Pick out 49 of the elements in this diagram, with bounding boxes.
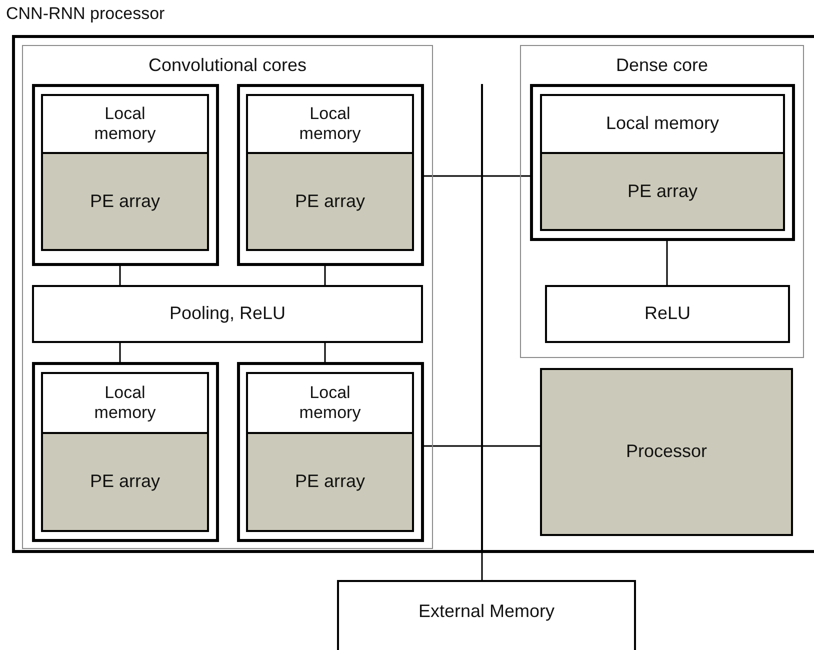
bus-line [481,84,483,553]
pe-array-block [540,152,785,231]
external-memory-block [337,580,636,650]
core-box [530,84,795,241]
block-label: PE array [90,470,160,494]
block-label: Pooling, ReLU [169,302,286,326]
connector-line [424,175,481,177]
memory-block [540,94,785,154]
block-label: PE array [627,180,698,203]
group-title: Dense core [614,55,710,76]
connector-line [324,266,326,285]
connector-line [119,343,121,362]
frame-title: CNN-RNN processor [6,4,165,24]
connector-line [424,445,481,447]
relu-block [545,285,790,343]
memory-block [41,372,209,434]
core-box [32,84,219,266]
block-label: PE array [90,190,160,213]
block-label: PE array [294,470,366,494]
block-label: PE array [294,190,366,213]
memory-block [41,94,209,154]
pooling-block [32,285,423,343]
pe-array-block [41,152,209,251]
block-label: External Memory [418,600,555,623]
block-label: Local memory [298,104,362,144]
group-title: Convolutional cores [147,55,308,76]
connector-line [483,445,540,447]
core-box [237,362,424,542]
pe-array-block [246,152,414,251]
block-label: ReLU [644,302,691,326]
block-label: Local memory [298,382,362,424]
connector-line [666,241,668,285]
block-label: Local memory [93,104,157,144]
pe-array-block [246,432,414,532]
connector-line [481,553,483,580]
block-label: Local memory [93,382,157,424]
dense-core-panel [520,45,804,358]
core-box [32,362,219,542]
connector-line [324,343,326,362]
connector-line [483,175,530,177]
memory-block [246,94,414,154]
block-label: Processor [626,440,708,464]
memory-block [246,372,414,434]
pe-array-block [41,432,209,532]
core-group-panel [22,45,433,549]
connector-line [119,266,121,285]
core-box [237,84,424,266]
block-label: Local memory [606,112,720,136]
processor-block [540,368,793,536]
